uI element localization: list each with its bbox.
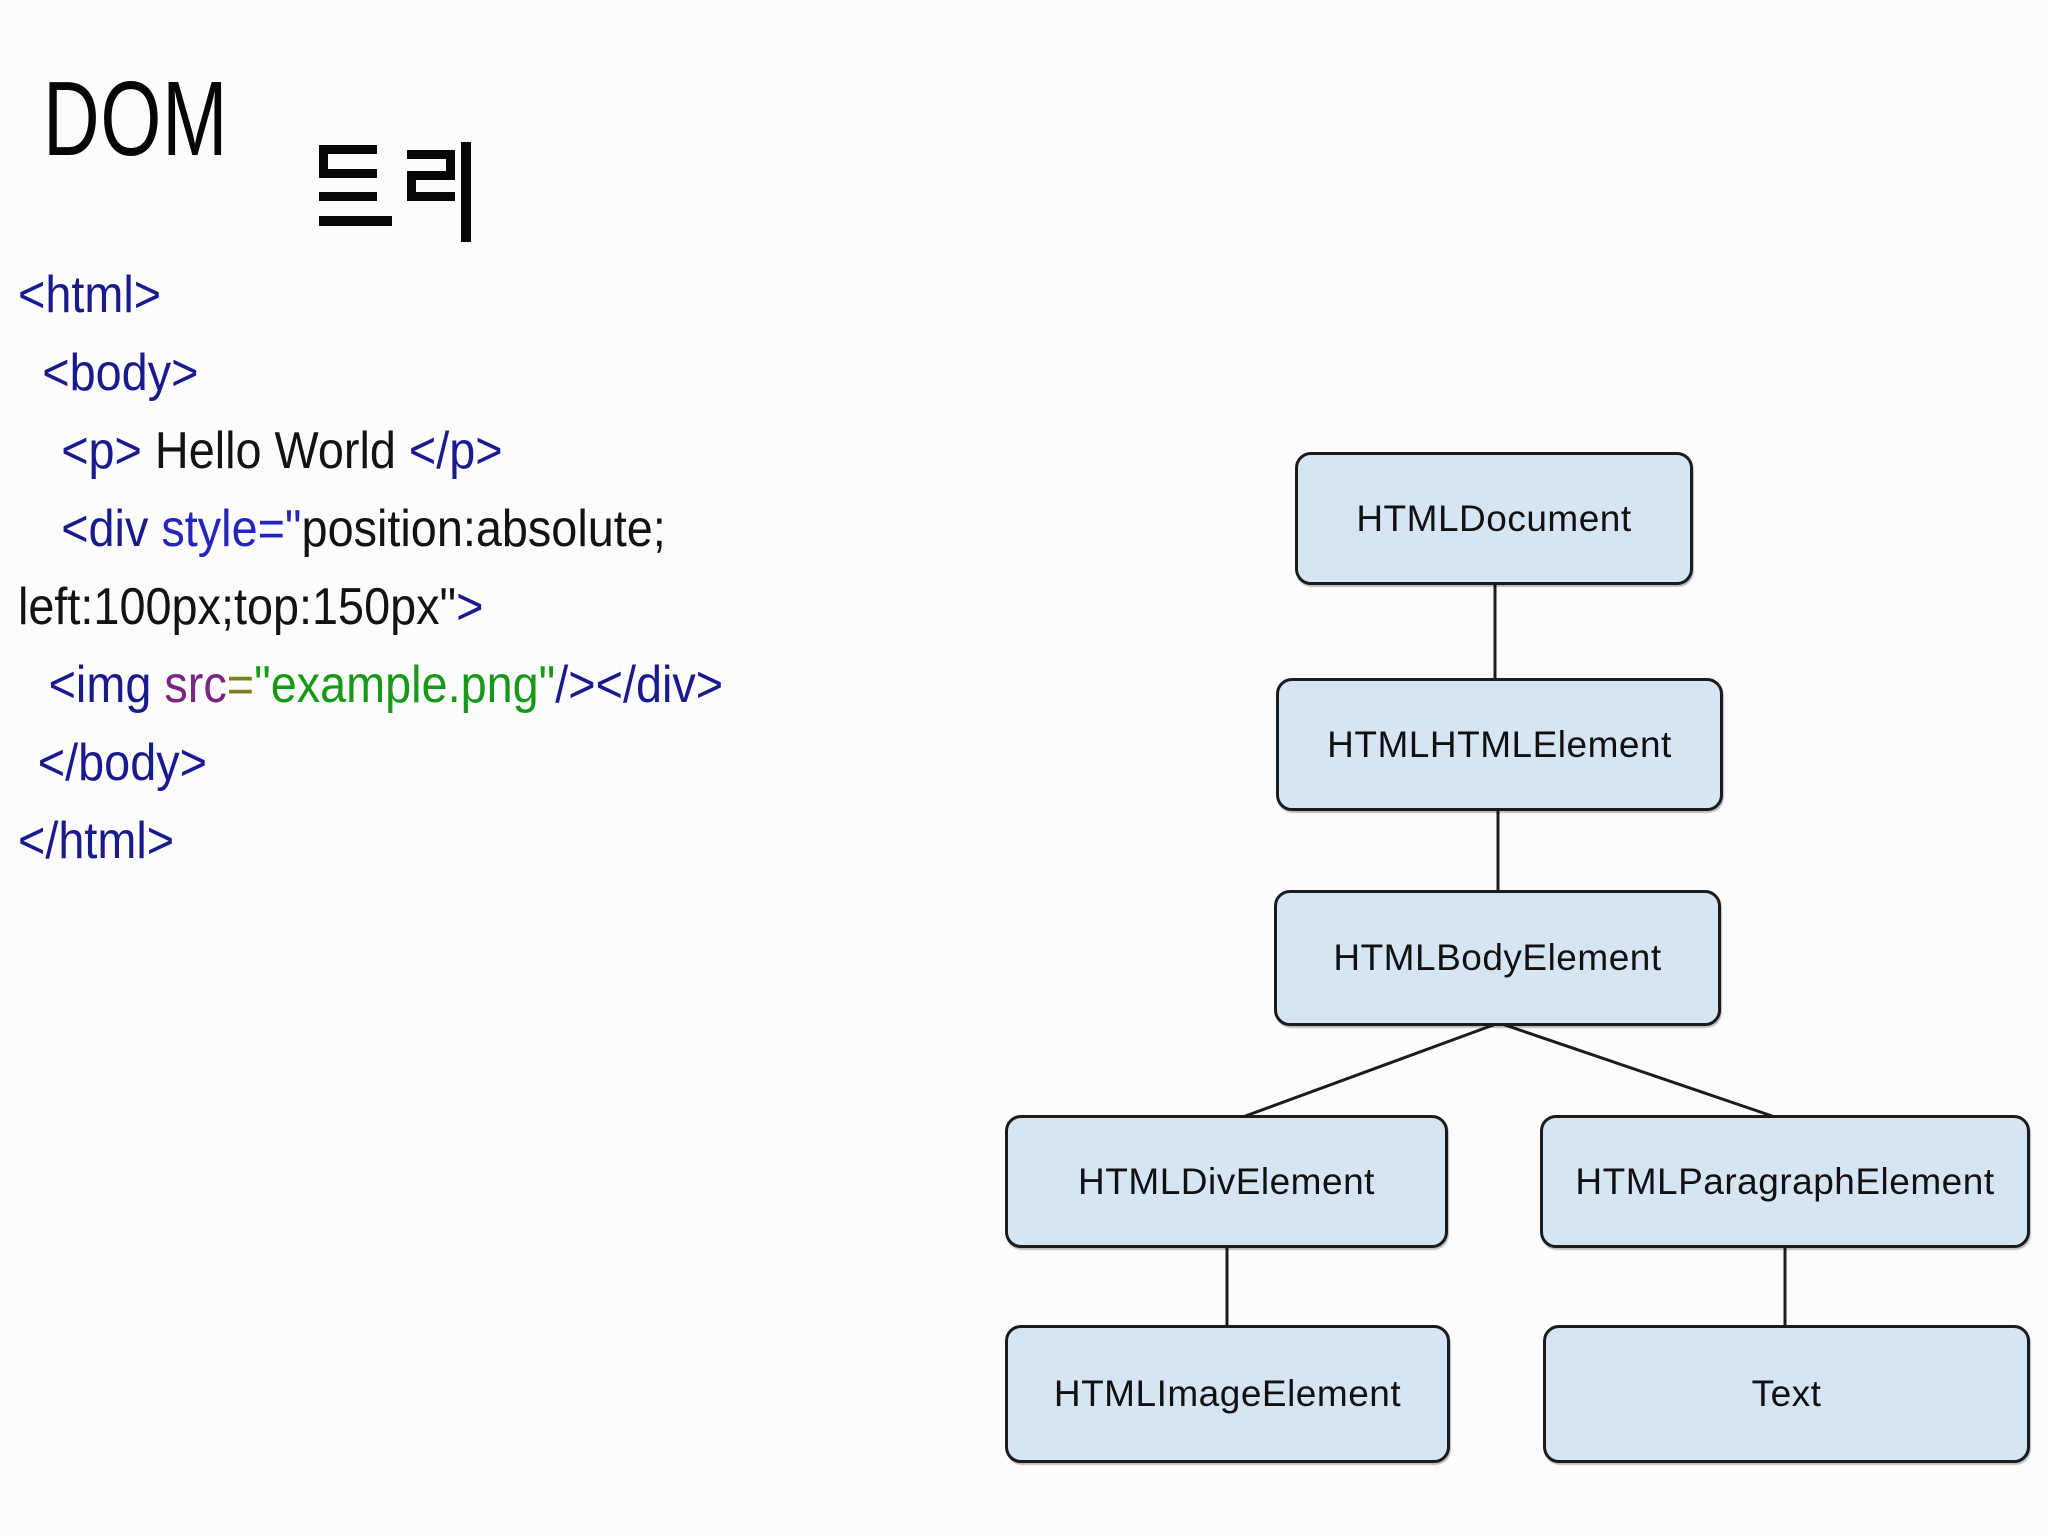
code-line: <p> Hello World </p> [18,412,918,490]
code-token: style=" [161,500,302,558]
code-token: = [226,656,255,714]
page-title-latin: DOM [43,60,229,178]
code-token: <body> [42,344,199,402]
code-token: <html> [18,266,162,324]
code-token: </p> [408,422,503,480]
page-title: DOM [43,60,471,242]
code-line: left:100px;top:150px"> [18,568,918,646]
code-token: <img [48,656,165,714]
page-title-hangul-teuli [319,142,471,242]
code-line: </html> [18,802,918,880]
code-token: src [164,656,227,714]
code-line: <html> [18,256,918,334]
tree-node-htmlhtmlelement: HTMLHTMLElement [1276,678,1723,811]
code-line: <img src="example.png"/></div> [18,646,918,724]
code-token: </body> [37,734,207,792]
code-token: <div [61,500,162,558]
code-token: > [456,578,484,636]
tree-node-htmldocument: HTMLDocument [1295,452,1693,585]
code-line: <div style="position:absolute; [18,490,918,568]
code-line: </body> [18,724,918,802]
tree-node-htmldivelement: HTMLDivElement [1005,1115,1448,1248]
code-token: </html> [18,812,175,870]
code-block: <html><body><p> Hello World </p><div sty… [18,256,918,880]
code-token: <p> [61,422,142,480]
code-token: left:100px;top:150px" [18,578,457,636]
tree-node-htmlbodyelement: HTMLBodyElement [1274,890,1721,1026]
code-token: /></div> [555,656,724,714]
tree-node-text: Text [1543,1325,2030,1463]
code-line: <body> [18,334,918,412]
code-token: "example.png" [254,656,556,714]
tree-node-htmlparagraphelement: HTMLParagraphElement [1540,1115,2030,1248]
code-token: position:absolute; [301,500,666,558]
tree-node-htmlimageelement: HTMLImageElement [1005,1325,1450,1463]
code-token: Hello World [141,422,409,480]
